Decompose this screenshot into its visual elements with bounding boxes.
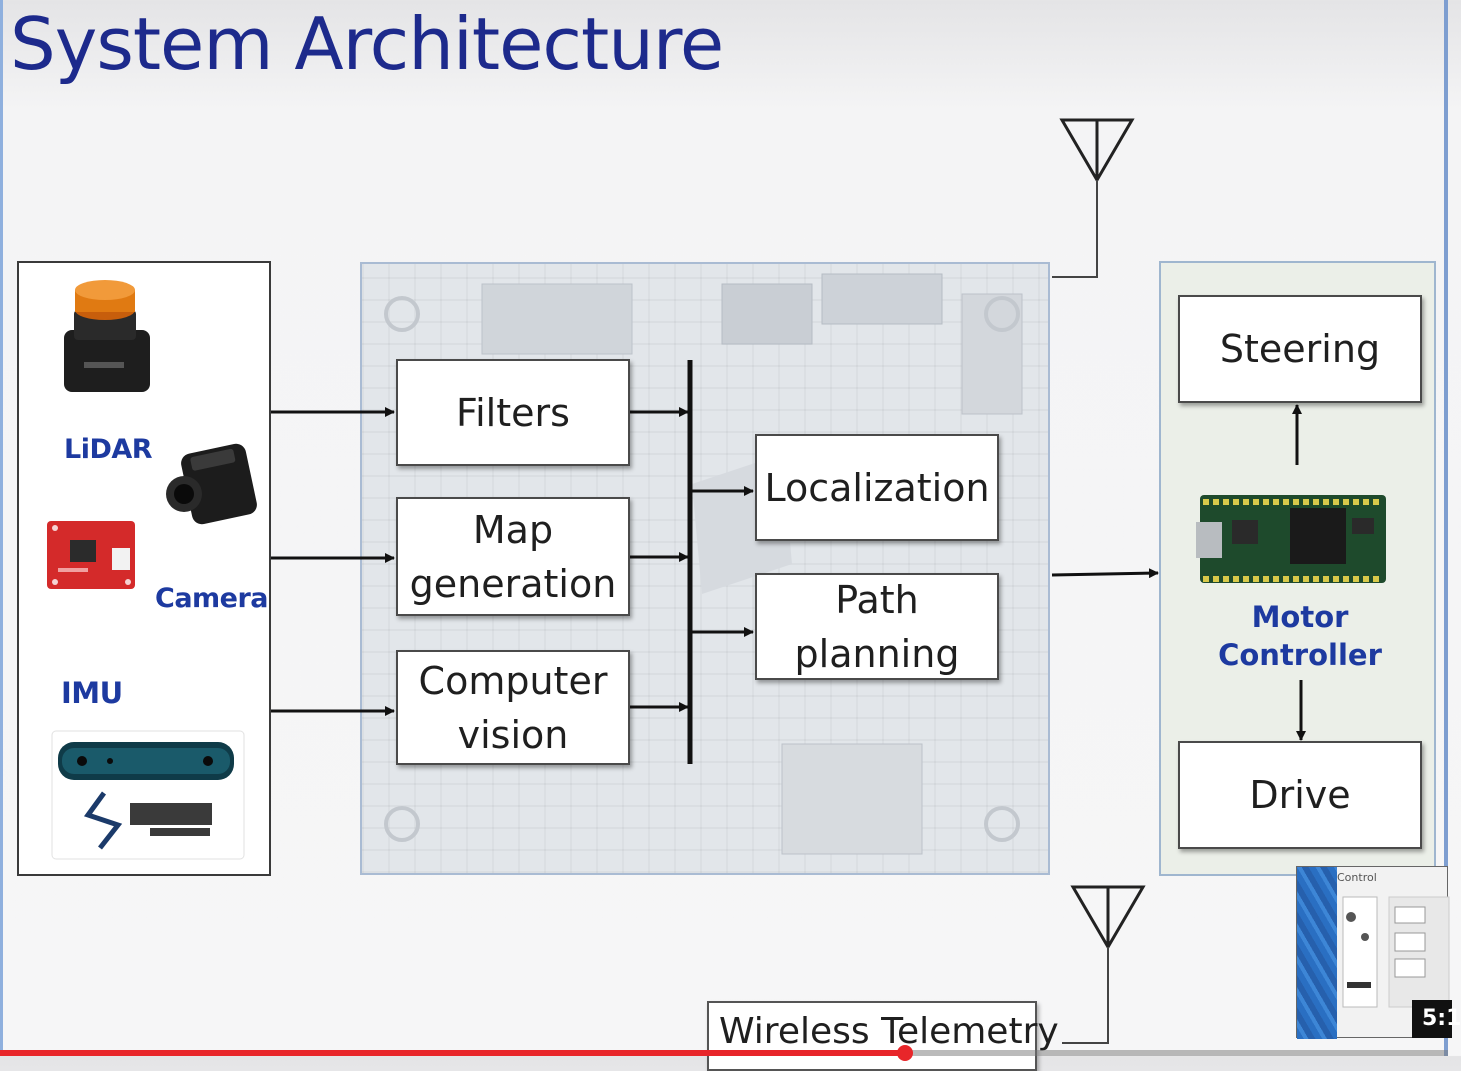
teensy-pin bbox=[1223, 499, 1229, 505]
teensy-pin bbox=[1243, 499, 1249, 505]
video-preview-thumbnail[interactable]: Control bbox=[1296, 866, 1450, 1039]
teensy-pin bbox=[1363, 499, 1369, 505]
map-generation-box: Map generation bbox=[396, 497, 630, 616]
video-progress-fill bbox=[0, 1050, 905, 1056]
thumbnail-title: Control bbox=[1337, 871, 1377, 884]
teensy-pin bbox=[1273, 576, 1279, 582]
antenna-icon bbox=[1052, 118, 1135, 278]
teensy-pin bbox=[1313, 499, 1319, 505]
path-planning-box: Path planning bbox=[755, 573, 999, 680]
filters-box: Filters bbox=[396, 359, 630, 466]
motor-controller-label: Motor Controller bbox=[1218, 600, 1382, 672]
camera-icon bbox=[166, 443, 257, 525]
teensy-pin bbox=[1313, 576, 1319, 582]
imu-label: IMU bbox=[61, 676, 123, 710]
teensy-pins bbox=[1203, 499, 1379, 582]
lidar-icon bbox=[64, 280, 150, 392]
teensy-pin bbox=[1363, 576, 1369, 582]
arrow-board-control bbox=[1051, 568, 1159, 579]
video-progress-bar[interactable] bbox=[0, 1045, 1448, 1061]
teensy-pin bbox=[1353, 499, 1359, 505]
teensy-pin bbox=[1213, 499, 1219, 505]
teensy-pin bbox=[1273, 499, 1279, 505]
teensy-pin bbox=[1293, 499, 1299, 505]
slide-left-edge bbox=[0, 0, 3, 1056]
imu-board-icon bbox=[47, 521, 135, 589]
thumbnail-diagram bbox=[1342, 896, 1450, 1008]
teensy-pin bbox=[1263, 576, 1269, 582]
teensy-pin bbox=[1333, 499, 1339, 505]
teensy-pin bbox=[1323, 499, 1329, 505]
video-time-badge: 5:1 bbox=[1412, 1000, 1461, 1038]
computer-vision-box: Computer vision bbox=[396, 650, 630, 765]
teensy-pin bbox=[1253, 499, 1259, 505]
teensy-pin bbox=[1283, 499, 1289, 505]
teensy-pin bbox=[1353, 576, 1359, 582]
nvidia-board-background bbox=[384, 273, 1023, 855]
video-progress-knob[interactable] bbox=[897, 1045, 913, 1061]
teensy-pin bbox=[1253, 576, 1259, 582]
teensy-pin bbox=[1233, 499, 1239, 505]
lidar-label: LiDAR bbox=[64, 434, 153, 465]
teensy-board-icon bbox=[1196, 495, 1386, 583]
teensy-pin bbox=[1223, 576, 1229, 582]
teensy-pin bbox=[1233, 576, 1239, 582]
teensy-pin bbox=[1263, 499, 1269, 505]
slide-right-edge bbox=[1444, 0, 1448, 1056]
diagram-connectors bbox=[47, 118, 1386, 1044]
antenna-icon bbox=[1062, 885, 1146, 1044]
wireless-telemetry-box: Wireless Telemetry bbox=[707, 1001, 1059, 1071]
teensy-pin bbox=[1303, 576, 1309, 582]
teensy-pin bbox=[1303, 499, 1309, 505]
camera-label: Camera bbox=[155, 583, 269, 614]
structure-sensor-icon bbox=[51, 730, 245, 860]
teensy-pin bbox=[1293, 576, 1299, 582]
drive-box: Drive bbox=[1178, 741, 1422, 849]
teensy-pin bbox=[1373, 576, 1379, 582]
localization-box: Localization bbox=[755, 434, 999, 541]
teensy-pin bbox=[1213, 576, 1219, 582]
teensy-pin bbox=[1203, 499, 1209, 505]
slide-title: System Architecture bbox=[10, 2, 724, 86]
teensy-pin bbox=[1333, 576, 1339, 582]
thumbnail-blue-strip bbox=[1297, 867, 1337, 1039]
teensy-pin bbox=[1343, 576, 1349, 582]
teensy-pin bbox=[1343, 499, 1349, 505]
steering-box: Steering bbox=[1178, 295, 1422, 403]
teensy-pin bbox=[1203, 576, 1209, 582]
teensy-pin bbox=[1243, 576, 1249, 582]
teensy-pin bbox=[1373, 499, 1379, 505]
teensy-pin bbox=[1283, 576, 1289, 582]
teensy-pin bbox=[1323, 576, 1329, 582]
